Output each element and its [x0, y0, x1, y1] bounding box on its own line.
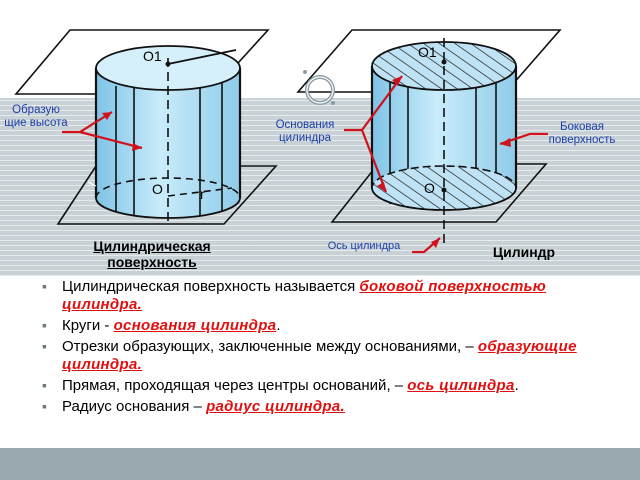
generatrix-callout-arrows [62, 111, 143, 151]
list-item: Отрезки образующих, заключенные между ос… [42, 338, 602, 374]
lateral-callout-arrow [499, 132, 548, 147]
bases-label: Основания цилиндра [275, 119, 335, 145]
axis-label: Ось цилиндра [327, 240, 401, 252]
left-top-center-label: O1 [143, 48, 162, 64]
bullet-term: боковой поверхностью цилиндра. [62, 278, 547, 313]
list-item: Круги - основания цилиндра. [42, 317, 602, 335]
generatrix-label: Образую щие высота [4, 104, 68, 130]
bullet-text: Круги - [62, 317, 114, 334]
cylinders-diagram [14, 29, 562, 254]
left-bottom-center-label: O [152, 181, 163, 197]
bullet-term: образующие цилиндра. [62, 338, 577, 373]
bullet-text: Радиус основания – [62, 398, 207, 415]
list-item: Прямая, проходящая через центры основани… [42, 377, 602, 395]
right-bottom-center-label: O [424, 180, 435, 196]
right-cylinder [370, 38, 518, 244]
bullet-term: радиус цилиндра. [206, 398, 346, 415]
axis-callout-arrow [412, 237, 441, 254]
bullet-after: . [276, 317, 281, 334]
bullet-text: Прямая, проходящая через центры основани… [62, 377, 408, 394]
left-cylinder [87, 45, 242, 222]
radius-label: r [200, 186, 205, 202]
definitions-list: Цилиндрическая поверхность называется бо… [42, 278, 602, 419]
bullet-term: основания цилиндра [113, 317, 277, 334]
cylinder-caption: Цилиндр [492, 244, 556, 260]
bases-callout-arrows [344, 75, 403, 193]
bullet-text: Цилиндрическая поверхность называется [62, 278, 360, 295]
bullet-term: ось цилиндра [407, 377, 515, 394]
bottom-band [0, 448, 640, 480]
decorative-ring-icon [303, 70, 335, 105]
lateral-surface-label: Боковая поверхность [548, 121, 616, 147]
bullet-text: Отрезки образующих, заключенные между ос… [62, 338, 478, 355]
bullet-after: . [514, 377, 519, 394]
list-item: Цилиндрическая поверхность называется бо… [42, 278, 602, 314]
list-item: Радиус основания – радиус цилиндра. [42, 398, 602, 416]
right-top-center-label: O1 [418, 44, 437, 60]
cylindrical-surface-caption: Цилиндрическая поверхность [93, 238, 211, 271]
